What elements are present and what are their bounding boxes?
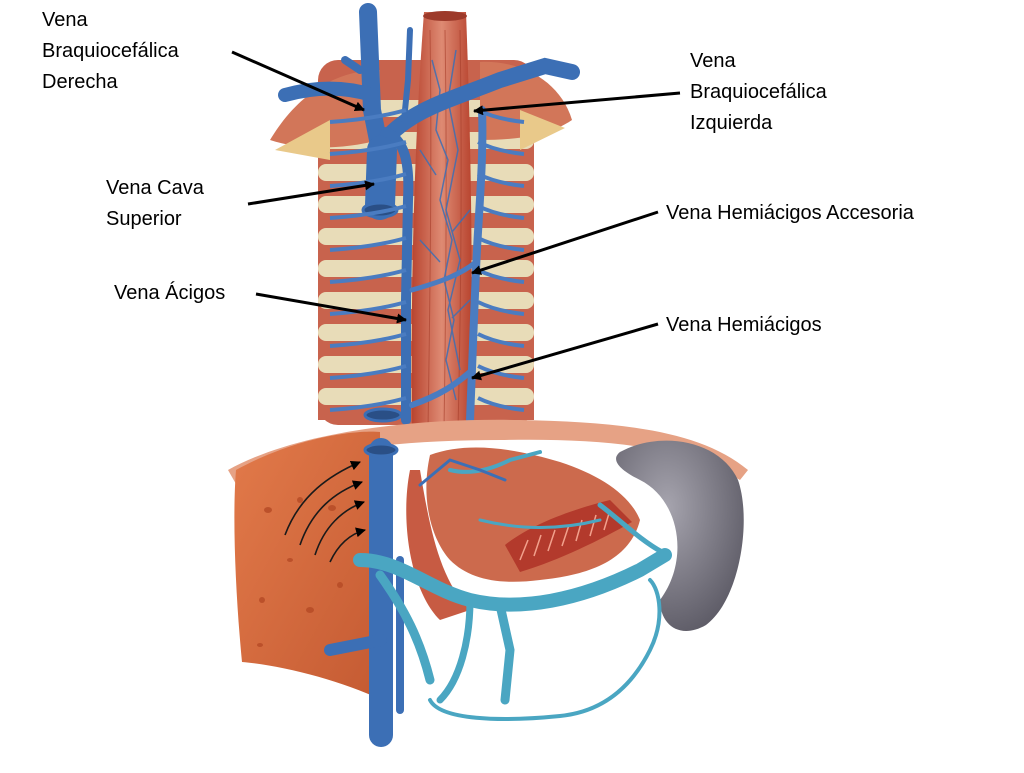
intercostal-vein bbox=[477, 332, 525, 348]
label-accessory-hemiazygos-vein: Vena Hemiácigos Accesoria bbox=[666, 202, 914, 224]
intercostal-vein bbox=[477, 364, 525, 380]
intercostal-vein bbox=[477, 236, 525, 252]
label-right-brachiocephalic-vein: Vena Braquiocefálica Derecha bbox=[42, 9, 179, 93]
arrow-bcd bbox=[231, 50, 365, 112]
pointer-arrows bbox=[231, 50, 681, 381]
arrow-vaz bbox=[255, 292, 407, 324]
intercostal-vein bbox=[329, 300, 407, 316]
label-superior-vena-cava: Vena Cava Superior bbox=[106, 177, 204, 230]
intercostal-vein bbox=[329, 108, 407, 124]
intercostal-vein bbox=[329, 364, 407, 380]
arrow-vcs bbox=[247, 180, 375, 206]
intercostal-vein bbox=[477, 396, 525, 412]
intercostal-vein bbox=[329, 332, 407, 348]
arrow-bci bbox=[473, 91, 681, 116]
intercostal-vein bbox=[329, 204, 407, 220]
arrow-vh bbox=[471, 322, 659, 381]
intercostal-vein bbox=[477, 140, 525, 156]
intercostal-vein bbox=[477, 300, 525, 316]
intercostal-vein bbox=[329, 236, 407, 252]
liver bbox=[234, 431, 382, 700]
abdominal-veins bbox=[324, 438, 672, 747]
arrow-vha bbox=[471, 210, 659, 275]
intercostal-vein bbox=[329, 268, 407, 284]
intercostal-vein bbox=[329, 396, 407, 412]
label-hemiazygos-vein: Vena Hemiácigos bbox=[666, 314, 822, 336]
label-azygos-vein: Vena Ácigos bbox=[114, 282, 226, 304]
intercostal-vein bbox=[477, 172, 525, 188]
label-left-brachiocephalic-vein: Vena Braquiocefálica Izquierda bbox=[690, 50, 827, 134]
intercostal-vein bbox=[329, 140, 407, 156]
intercostal-vein bbox=[477, 204, 525, 220]
spleen bbox=[616, 440, 744, 631]
